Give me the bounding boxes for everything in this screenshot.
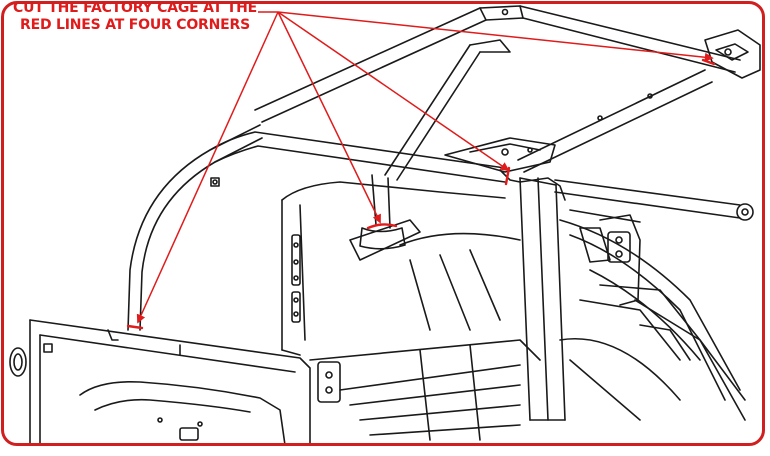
front-door-frame xyxy=(29,319,311,446)
callout-line-2: RED LINES AT FOUR CORNERS xyxy=(20,17,250,33)
cage-rear-cross-bar xyxy=(554,179,754,221)
rear-fender-wall xyxy=(599,284,746,421)
cage-left-hoop xyxy=(127,124,506,331)
cage-side-bar-right xyxy=(517,69,713,173)
cage-center-bracket xyxy=(444,137,566,201)
leader-lines xyxy=(136,11,714,324)
floor-pan xyxy=(309,338,681,441)
wheel-well xyxy=(399,209,741,401)
striker-plate xyxy=(317,361,341,403)
door-hinge-left xyxy=(9,347,27,377)
cut-line-3 xyxy=(126,324,144,330)
leader-to-downtube xyxy=(277,11,381,224)
cut-instruction-callout: CUT THE FACTORY CAGE AT THE RED LINES AT… xyxy=(0,0,270,34)
leader-to-center xyxy=(277,11,510,172)
leader-to-left xyxy=(136,11,279,324)
callout-line-1: CUT THE FACTORY CAGE AT THE xyxy=(13,0,257,16)
rear-tub-panel xyxy=(281,181,506,356)
b-pillar xyxy=(519,177,566,421)
leader-to-rear-right xyxy=(277,11,714,62)
left-downtube xyxy=(349,174,421,261)
cage-front-header xyxy=(254,5,741,123)
cut-line-1 xyxy=(366,223,398,230)
